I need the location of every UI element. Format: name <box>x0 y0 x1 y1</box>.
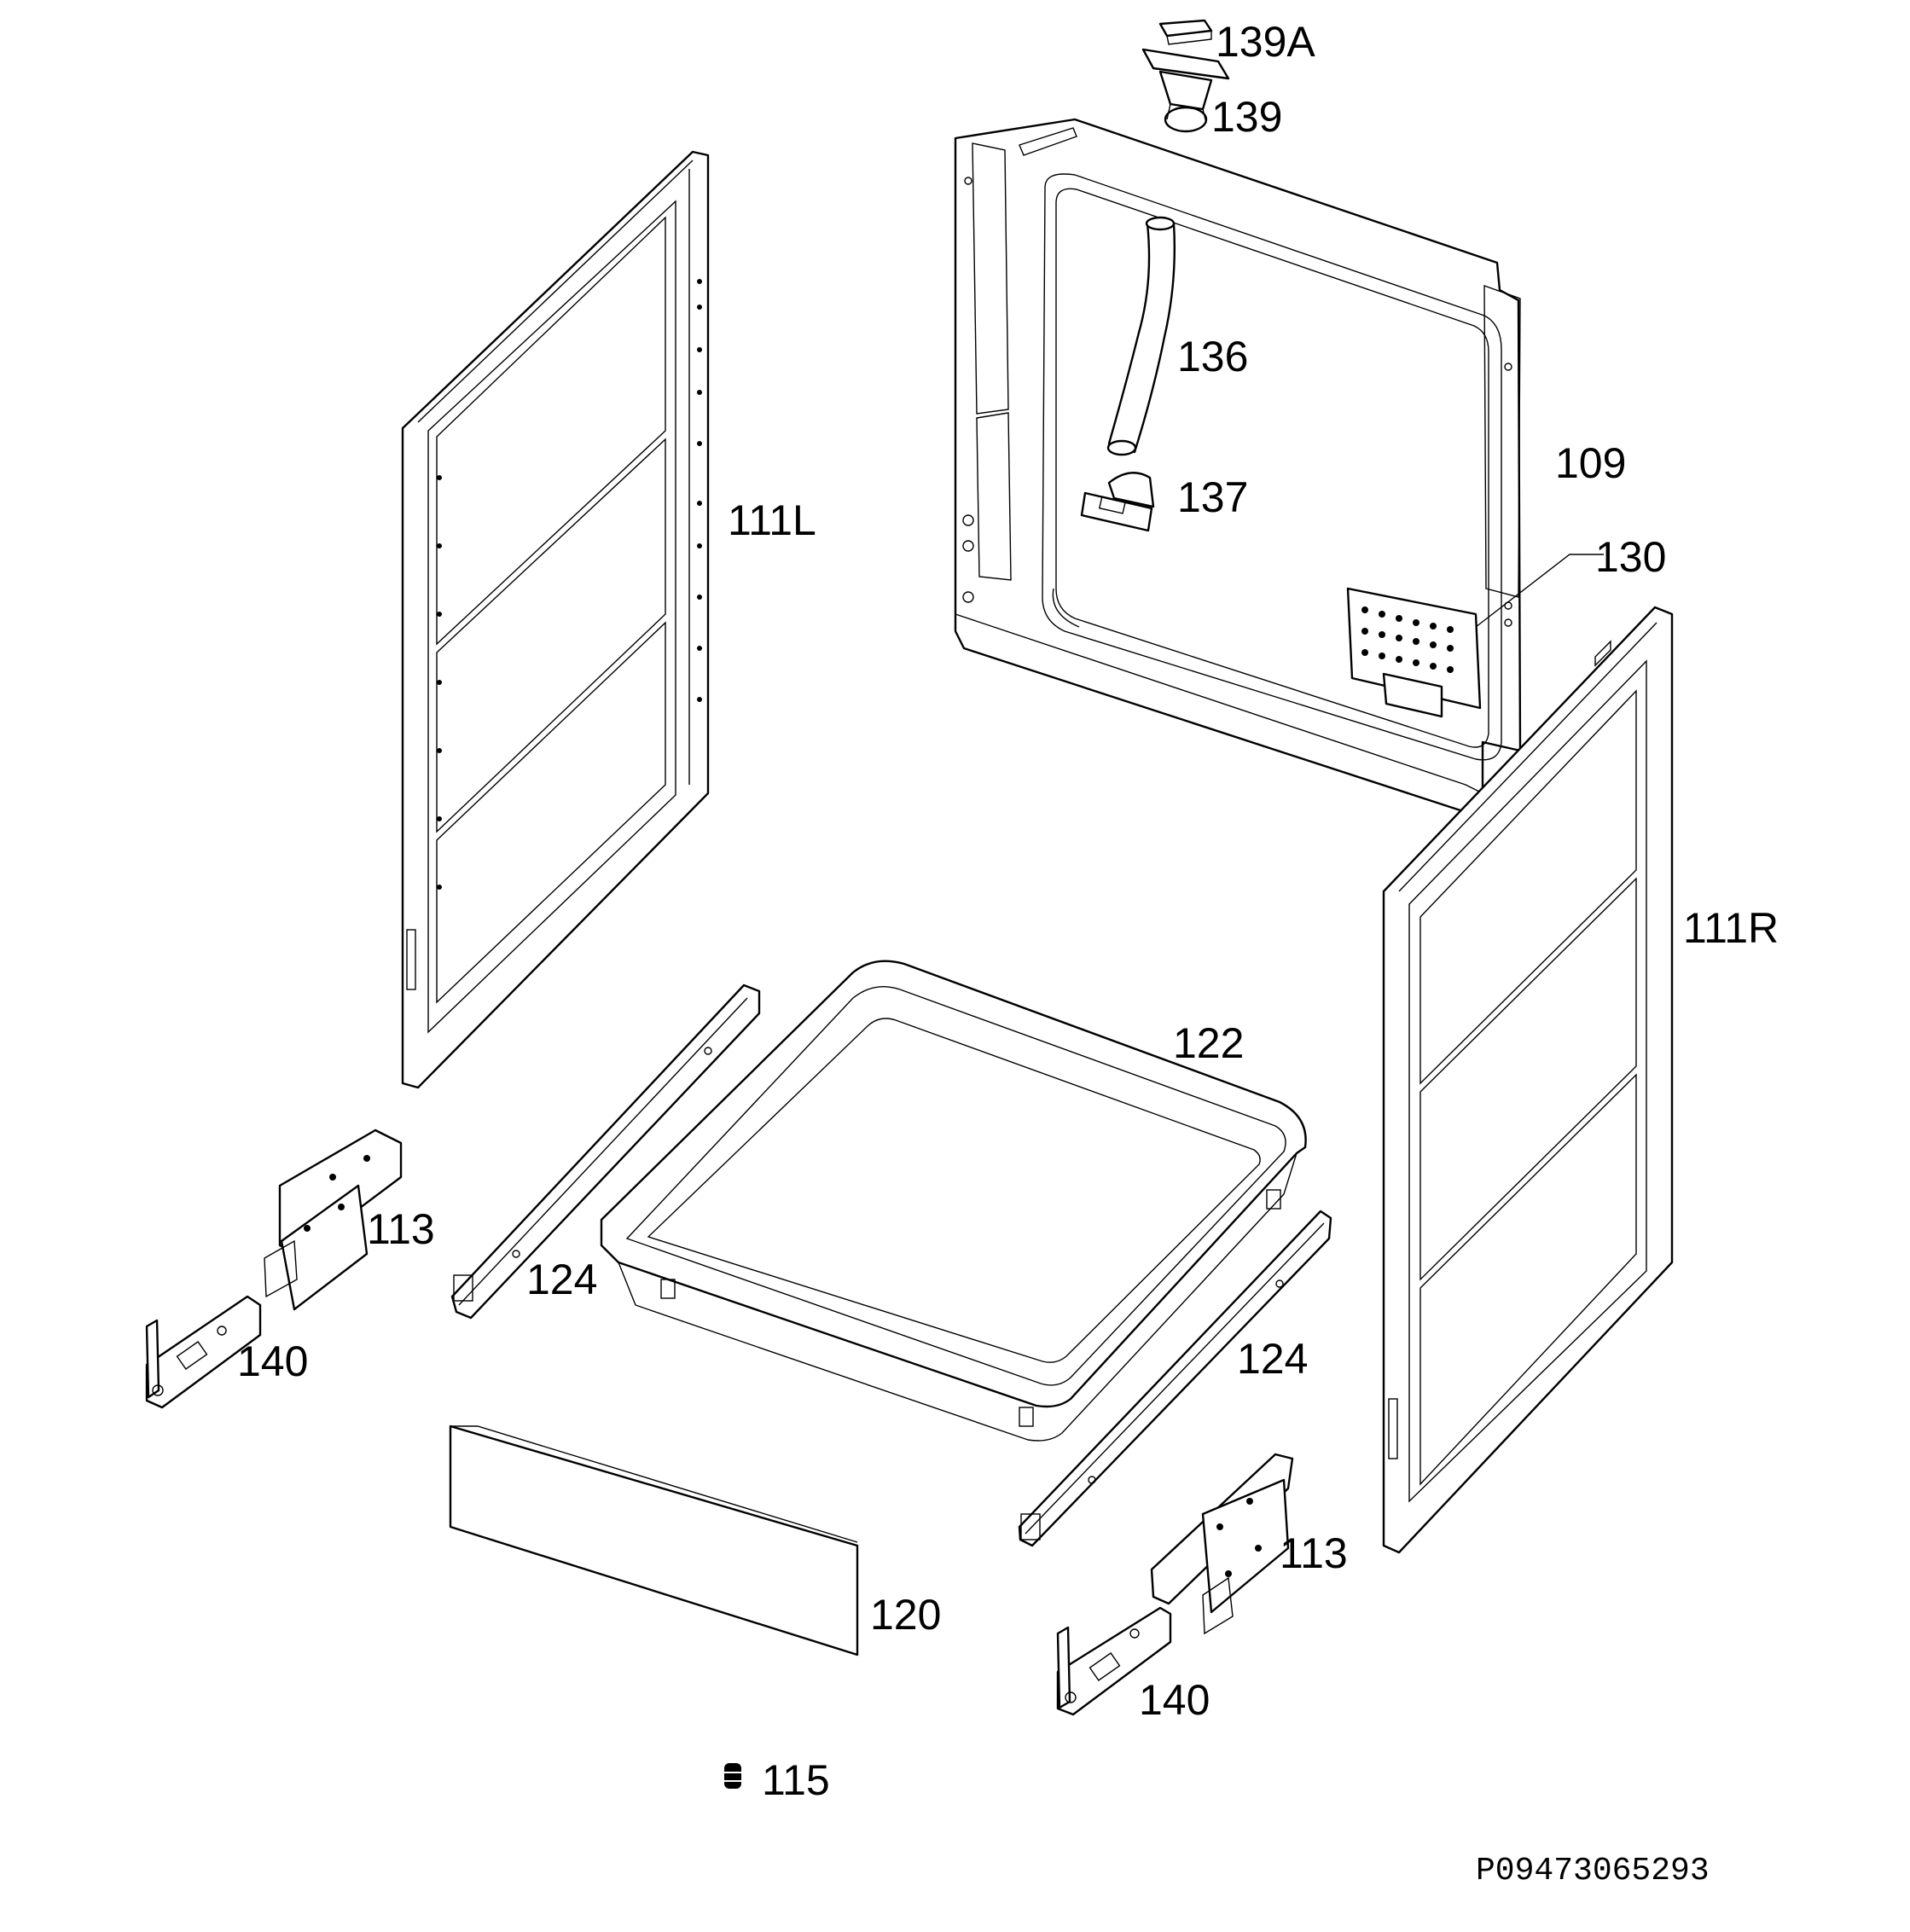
part-124-left-rail <box>450 983 761 1320</box>
part-113-left-bracket <box>264 1128 403 1311</box>
part-140-left-hinge <box>145 1295 262 1409</box>
label-109: 109 <box>1555 439 1626 487</box>
label-139a: 139A <box>1216 18 1315 66</box>
label-139: 139 <box>1211 93 1282 141</box>
part-122-tray <box>600 960 1307 1442</box>
part-136-hose <box>1106 216 1176 456</box>
label-113-right: 113 <box>1280 1529 1348 1577</box>
label-111l: 111L <box>728 496 816 544</box>
label-124-left: 124 <box>526 1256 597 1303</box>
part-140-right-hinge <box>1056 1606 1172 1716</box>
part-111l-left-panel <box>401 150 710 1089</box>
drawing-code: P09473065293 <box>1476 1853 1710 1889</box>
label-120: 120 <box>870 1591 941 1639</box>
part-111r-right-panel <box>1382 606 1674 1554</box>
label-113-left: 113 <box>367 1205 435 1253</box>
part-139a-cap <box>1158 19 1213 45</box>
label-140-right: 140 <box>1139 1676 1210 1724</box>
label-137: 137 <box>1177 473 1248 521</box>
label-115: 115 <box>762 1756 830 1804</box>
label-122: 122 <box>1173 1019 1244 1067</box>
label-140-left: 140 <box>237 1337 308 1385</box>
part-137-bracket <box>1080 472 1155 532</box>
label-124-right: 124 <box>1237 1335 1308 1383</box>
label-111r: 111R <box>1683 904 1779 952</box>
part-130-plate <box>1346 554 1604 718</box>
label-130: 130 <box>1595 533 1666 581</box>
part-115-foot <box>723 1763 742 1789</box>
label-136: 136 <box>1177 333 1248 380</box>
part-124-right-rail <box>1018 1210 1332 1547</box>
part-113-right-bracket <box>1150 1453 1294 1635</box>
part-120-front-panel <box>449 1424 859 1656</box>
part-139-vent-outlet <box>1141 48 1230 133</box>
